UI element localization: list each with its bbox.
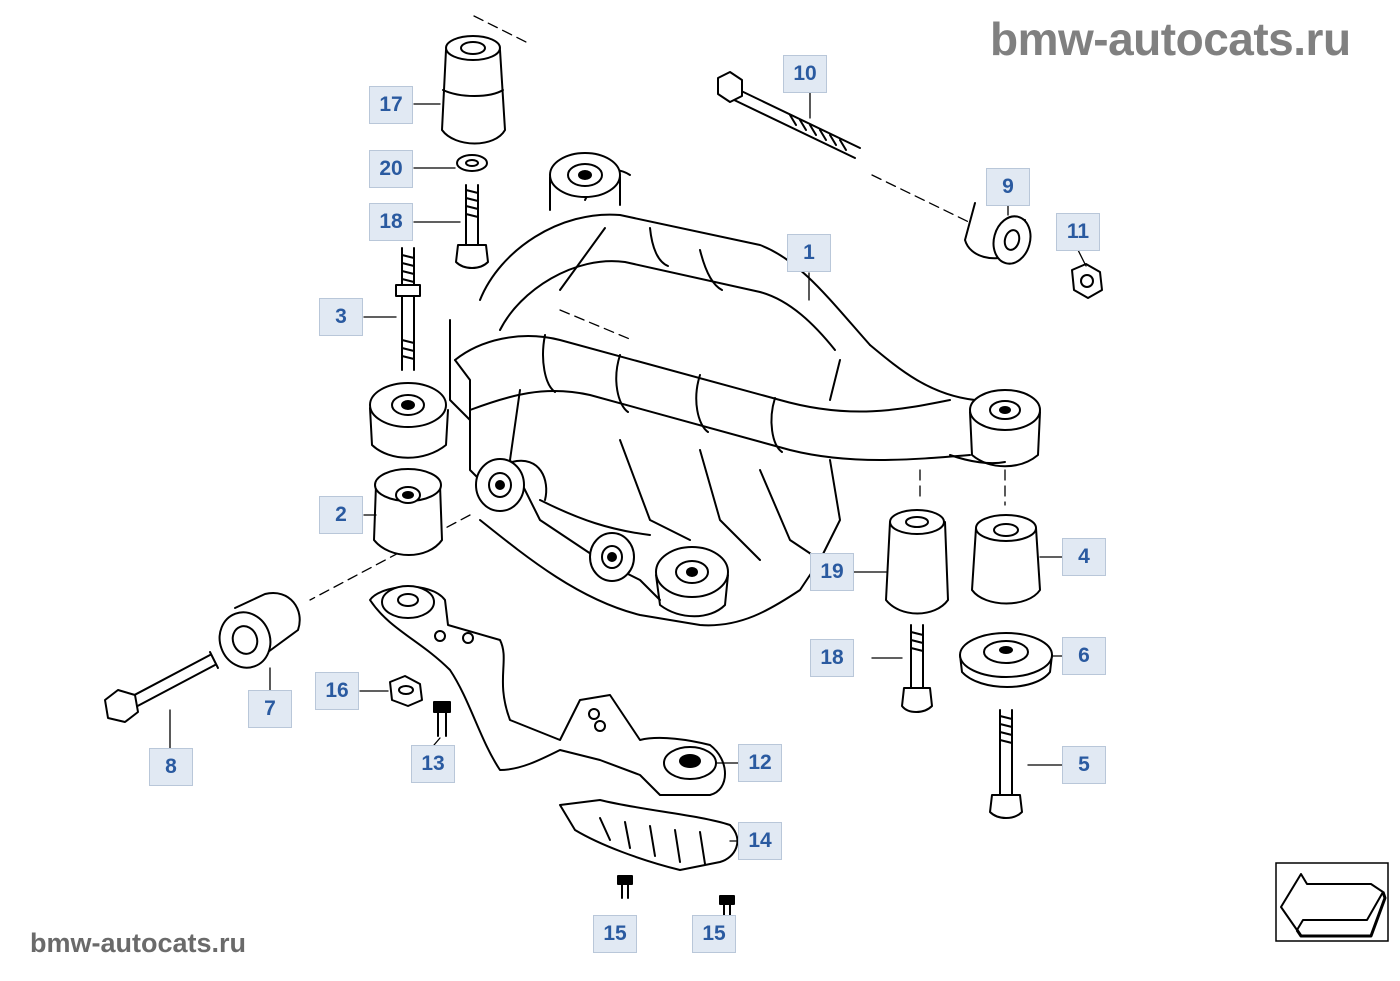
callout-part-1[interactable]: 1 — [787, 234, 831, 272]
callout-part-9[interactable]: 9 — [986, 168, 1030, 206]
callout-part-16[interactable]: 16 — [315, 672, 359, 710]
part-13-screw — [433, 701, 451, 737]
callout-part-17[interactable]: 17 — [369, 86, 413, 124]
part-19-bump-stop — [885, 509, 949, 615]
callout-part-6[interactable]: 6 — [1062, 637, 1106, 675]
part-11-nut — [1071, 263, 1103, 299]
callout-part-2[interactable]: 2 — [319, 496, 363, 534]
callout-part-13[interactable]: 13 — [411, 745, 455, 783]
left-mount-bushing — [369, 382, 449, 459]
part-12-bracket — [369, 585, 726, 796]
part-18-bolt-upper — [455, 184, 489, 269]
part-2-bushing — [373, 468, 443, 556]
watermark-top: bmw-autocats.ru — [990, 13, 1351, 65]
callout-part-7[interactable]: 7 — [248, 690, 292, 728]
callout-part-15-right[interactable]: 15 — [692, 915, 736, 953]
part-5-bolt — [989, 709, 1023, 819]
front-bushing-right — [655, 546, 729, 618]
callout-part-14[interactable]: 14 — [738, 822, 782, 860]
callout-part-18-upper[interactable]: 18 — [369, 203, 413, 241]
right-mount-bushing — [969, 389, 1041, 468]
callout-part-3[interactable]: 3 — [319, 298, 363, 336]
part-10-bolt — [717, 71, 861, 159]
part-20-washer — [456, 154, 488, 172]
callout-part-10[interactable]: 10 — [783, 55, 827, 93]
watermark-bottom: bmw-autocats.ru — [30, 928, 247, 958]
part-17-bump-stop — [441, 35, 506, 145]
callout-part-19[interactable]: 19 — [810, 553, 854, 591]
callout-part-11[interactable]: 11 — [1056, 213, 1100, 251]
part-6-plate — [959, 632, 1053, 688]
arrow-back-icon[interactable] — [1275, 862, 1389, 942]
part-4-bushing — [971, 514, 1041, 605]
rear-mount-bushing — [549, 152, 621, 211]
front-bushing-center — [589, 532, 635, 582]
part-16-nut — [389, 675, 423, 707]
callout-part-18-lower[interactable]: 18 — [810, 639, 854, 677]
part-18-bolt-lower — [901, 624, 933, 713]
front-bushing-left — [475, 458, 548, 512]
part-7-bushing — [218, 592, 301, 669]
part-14-shield — [559, 799, 739, 871]
callout-part-4[interactable]: 4 — [1062, 538, 1106, 576]
part-15-screw-left — [617, 875, 633, 899]
callout-part-12[interactable]: 12 — [738, 744, 782, 782]
callout-part-8[interactable]: 8 — [149, 748, 193, 786]
part-15-screw-right — [719, 895, 735, 917]
callout-part-20[interactable]: 20 — [369, 150, 413, 188]
part-8-bolt — [104, 651, 219, 723]
part-9-bushing — [964, 202, 1032, 265]
callout-part-15-left[interactable]: 15 — [593, 915, 637, 953]
callout-part-5[interactable]: 5 — [1062, 746, 1106, 784]
part-3-stud — [395, 247, 421, 371]
